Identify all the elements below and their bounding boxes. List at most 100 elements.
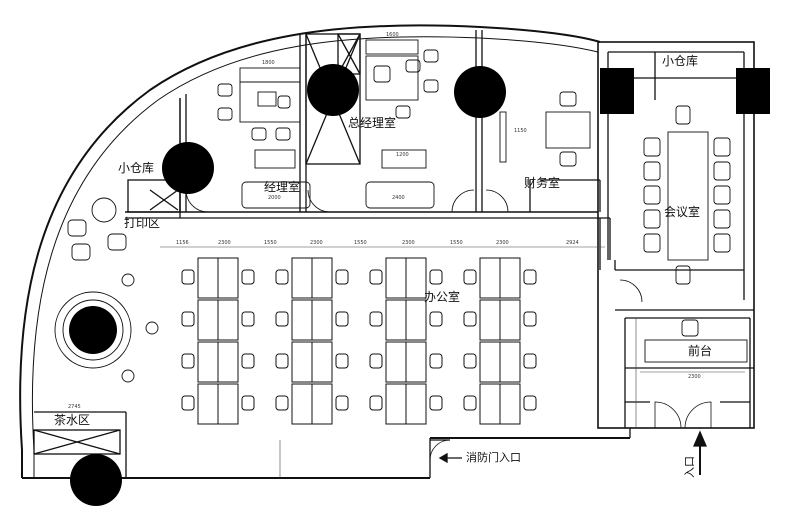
manager-sofa bbox=[241, 181, 311, 209]
desk bbox=[197, 383, 219, 425]
chair bbox=[429, 311, 443, 327]
top-dimension-label: 2300 bbox=[402, 240, 415, 246]
chair bbox=[335, 269, 349, 285]
desk bbox=[311, 257, 333, 299]
column-marker bbox=[162, 142, 214, 194]
meeting-chair bbox=[643, 185, 661, 205]
dim-reception-w: 2300 bbox=[688, 374, 701, 380]
chair bbox=[523, 311, 537, 327]
desk bbox=[405, 299, 427, 341]
desk bbox=[479, 299, 501, 341]
outer-curved-wall-inner bbox=[31, 36, 599, 478]
desk bbox=[291, 383, 313, 425]
desk bbox=[385, 257, 407, 299]
reception-desk bbox=[644, 339, 748, 363]
desk bbox=[385, 341, 407, 383]
top-dimension-label: 1156 bbox=[176, 240, 189, 246]
label-manager-office: 经理室 bbox=[264, 179, 300, 194]
desk bbox=[405, 257, 427, 299]
chair bbox=[369, 353, 383, 369]
chair bbox=[463, 311, 477, 327]
desk bbox=[217, 341, 239, 383]
label-print-area: 打印区 bbox=[124, 216, 160, 230]
dim-mgr-sofa: 2000 bbox=[268, 195, 281, 201]
dim-mgr-desk: 1800 bbox=[262, 60, 275, 66]
top-dimension-label: 1550 bbox=[264, 240, 277, 246]
column-marker bbox=[70, 454, 122, 506]
chair bbox=[369, 269, 383, 285]
meeting-chair bbox=[643, 137, 661, 157]
chair bbox=[429, 395, 443, 411]
top-dimension-label: 1550 bbox=[354, 240, 367, 246]
chair bbox=[241, 269, 255, 285]
dim-tea-w: 2745 bbox=[68, 404, 81, 410]
label-tea-area: 茶水区 bbox=[54, 412, 90, 427]
chair bbox=[181, 353, 195, 369]
desk bbox=[385, 383, 407, 425]
meeting-chair bbox=[713, 233, 731, 253]
chair bbox=[275, 311, 289, 327]
meeting-chair bbox=[713, 209, 731, 229]
desk bbox=[217, 383, 239, 425]
desk bbox=[499, 341, 521, 383]
meeting-chair bbox=[643, 233, 661, 253]
chair bbox=[523, 269, 537, 285]
desk bbox=[291, 257, 313, 299]
chair bbox=[241, 311, 255, 327]
desk bbox=[385, 299, 407, 341]
column-marker bbox=[600, 68, 634, 114]
finance-desk bbox=[545, 111, 591, 149]
dim-finance-a: 1150 bbox=[514, 128, 527, 134]
chair bbox=[369, 311, 383, 327]
meeting-chair bbox=[643, 161, 661, 181]
chair bbox=[335, 311, 349, 327]
dim-gm-table: 1200 bbox=[396, 152, 409, 158]
desk bbox=[311, 341, 333, 383]
desk bbox=[311, 299, 333, 341]
chair bbox=[275, 353, 289, 369]
gm-desk bbox=[365, 55, 419, 101]
top-dimension-label: 1550 bbox=[450, 240, 463, 246]
meeting-chair bbox=[713, 185, 731, 205]
desk bbox=[197, 299, 219, 341]
column-marker bbox=[454, 66, 506, 118]
desk bbox=[311, 383, 333, 425]
chair bbox=[181, 395, 195, 411]
chair bbox=[369, 395, 383, 411]
chair bbox=[275, 395, 289, 411]
chair bbox=[181, 311, 195, 327]
chair bbox=[241, 395, 255, 411]
desk bbox=[479, 383, 501, 425]
chair bbox=[523, 353, 537, 369]
desk bbox=[291, 341, 313, 383]
manager-desk bbox=[239, 81, 301, 123]
meeting-chair bbox=[713, 161, 731, 181]
desk bbox=[405, 383, 427, 425]
column-marker bbox=[307, 64, 359, 116]
label-gm-office: 总经理室 bbox=[348, 115, 396, 130]
label-small-storage-right: 小仓库 bbox=[662, 53, 698, 68]
chair bbox=[463, 269, 477, 285]
top-dimension-label: 2300 bbox=[218, 240, 231, 246]
desk bbox=[479, 257, 501, 299]
column-marker bbox=[736, 68, 770, 114]
column-marker bbox=[69, 306, 117, 354]
label-fire-exit: 消防门入口 bbox=[466, 450, 521, 464]
desk bbox=[217, 299, 239, 341]
desk bbox=[499, 257, 521, 299]
desk bbox=[405, 341, 427, 383]
right-block-wall bbox=[597, 41, 755, 429]
chair bbox=[523, 395, 537, 411]
label-reception: 前台 bbox=[688, 343, 712, 358]
chair bbox=[275, 269, 289, 285]
meeting-chair bbox=[643, 209, 661, 229]
chair bbox=[335, 353, 349, 369]
chair bbox=[463, 395, 477, 411]
dim-gm-sofa: 2400 bbox=[392, 195, 405, 201]
top-dimension-label: 2300 bbox=[496, 240, 509, 246]
dim-gm-desk: 1600 bbox=[386, 32, 399, 38]
label-meeting: 会议室 bbox=[664, 204, 700, 219]
chair bbox=[463, 353, 477, 369]
